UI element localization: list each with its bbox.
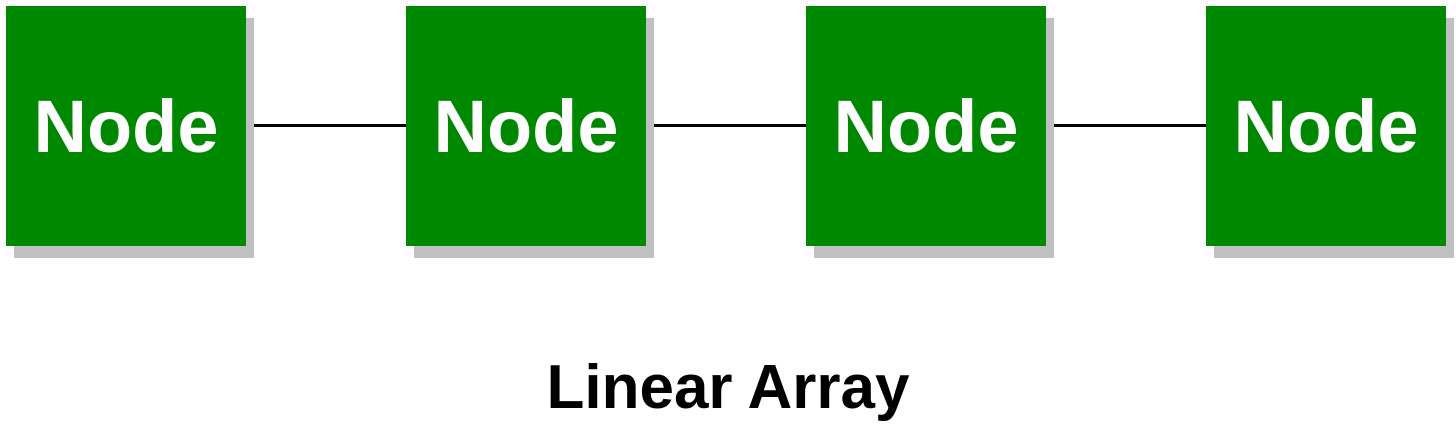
node-1: Node [6, 6, 246, 246]
connector-3-4 [1046, 124, 1206, 127]
node-1-label: Node [33, 84, 219, 168]
diagram-caption: Linear Array [546, 353, 910, 422]
connector-1-2 [246, 124, 406, 127]
node-2: Node [406, 6, 646, 246]
node-3-label: Node [833, 84, 1019, 168]
node-4-label: Node [1233, 84, 1419, 168]
node-3: Node [806, 6, 1046, 246]
node-2-label: Node [433, 84, 619, 168]
node-4: Node [1206, 6, 1446, 246]
connector-2-3 [646, 124, 806, 127]
